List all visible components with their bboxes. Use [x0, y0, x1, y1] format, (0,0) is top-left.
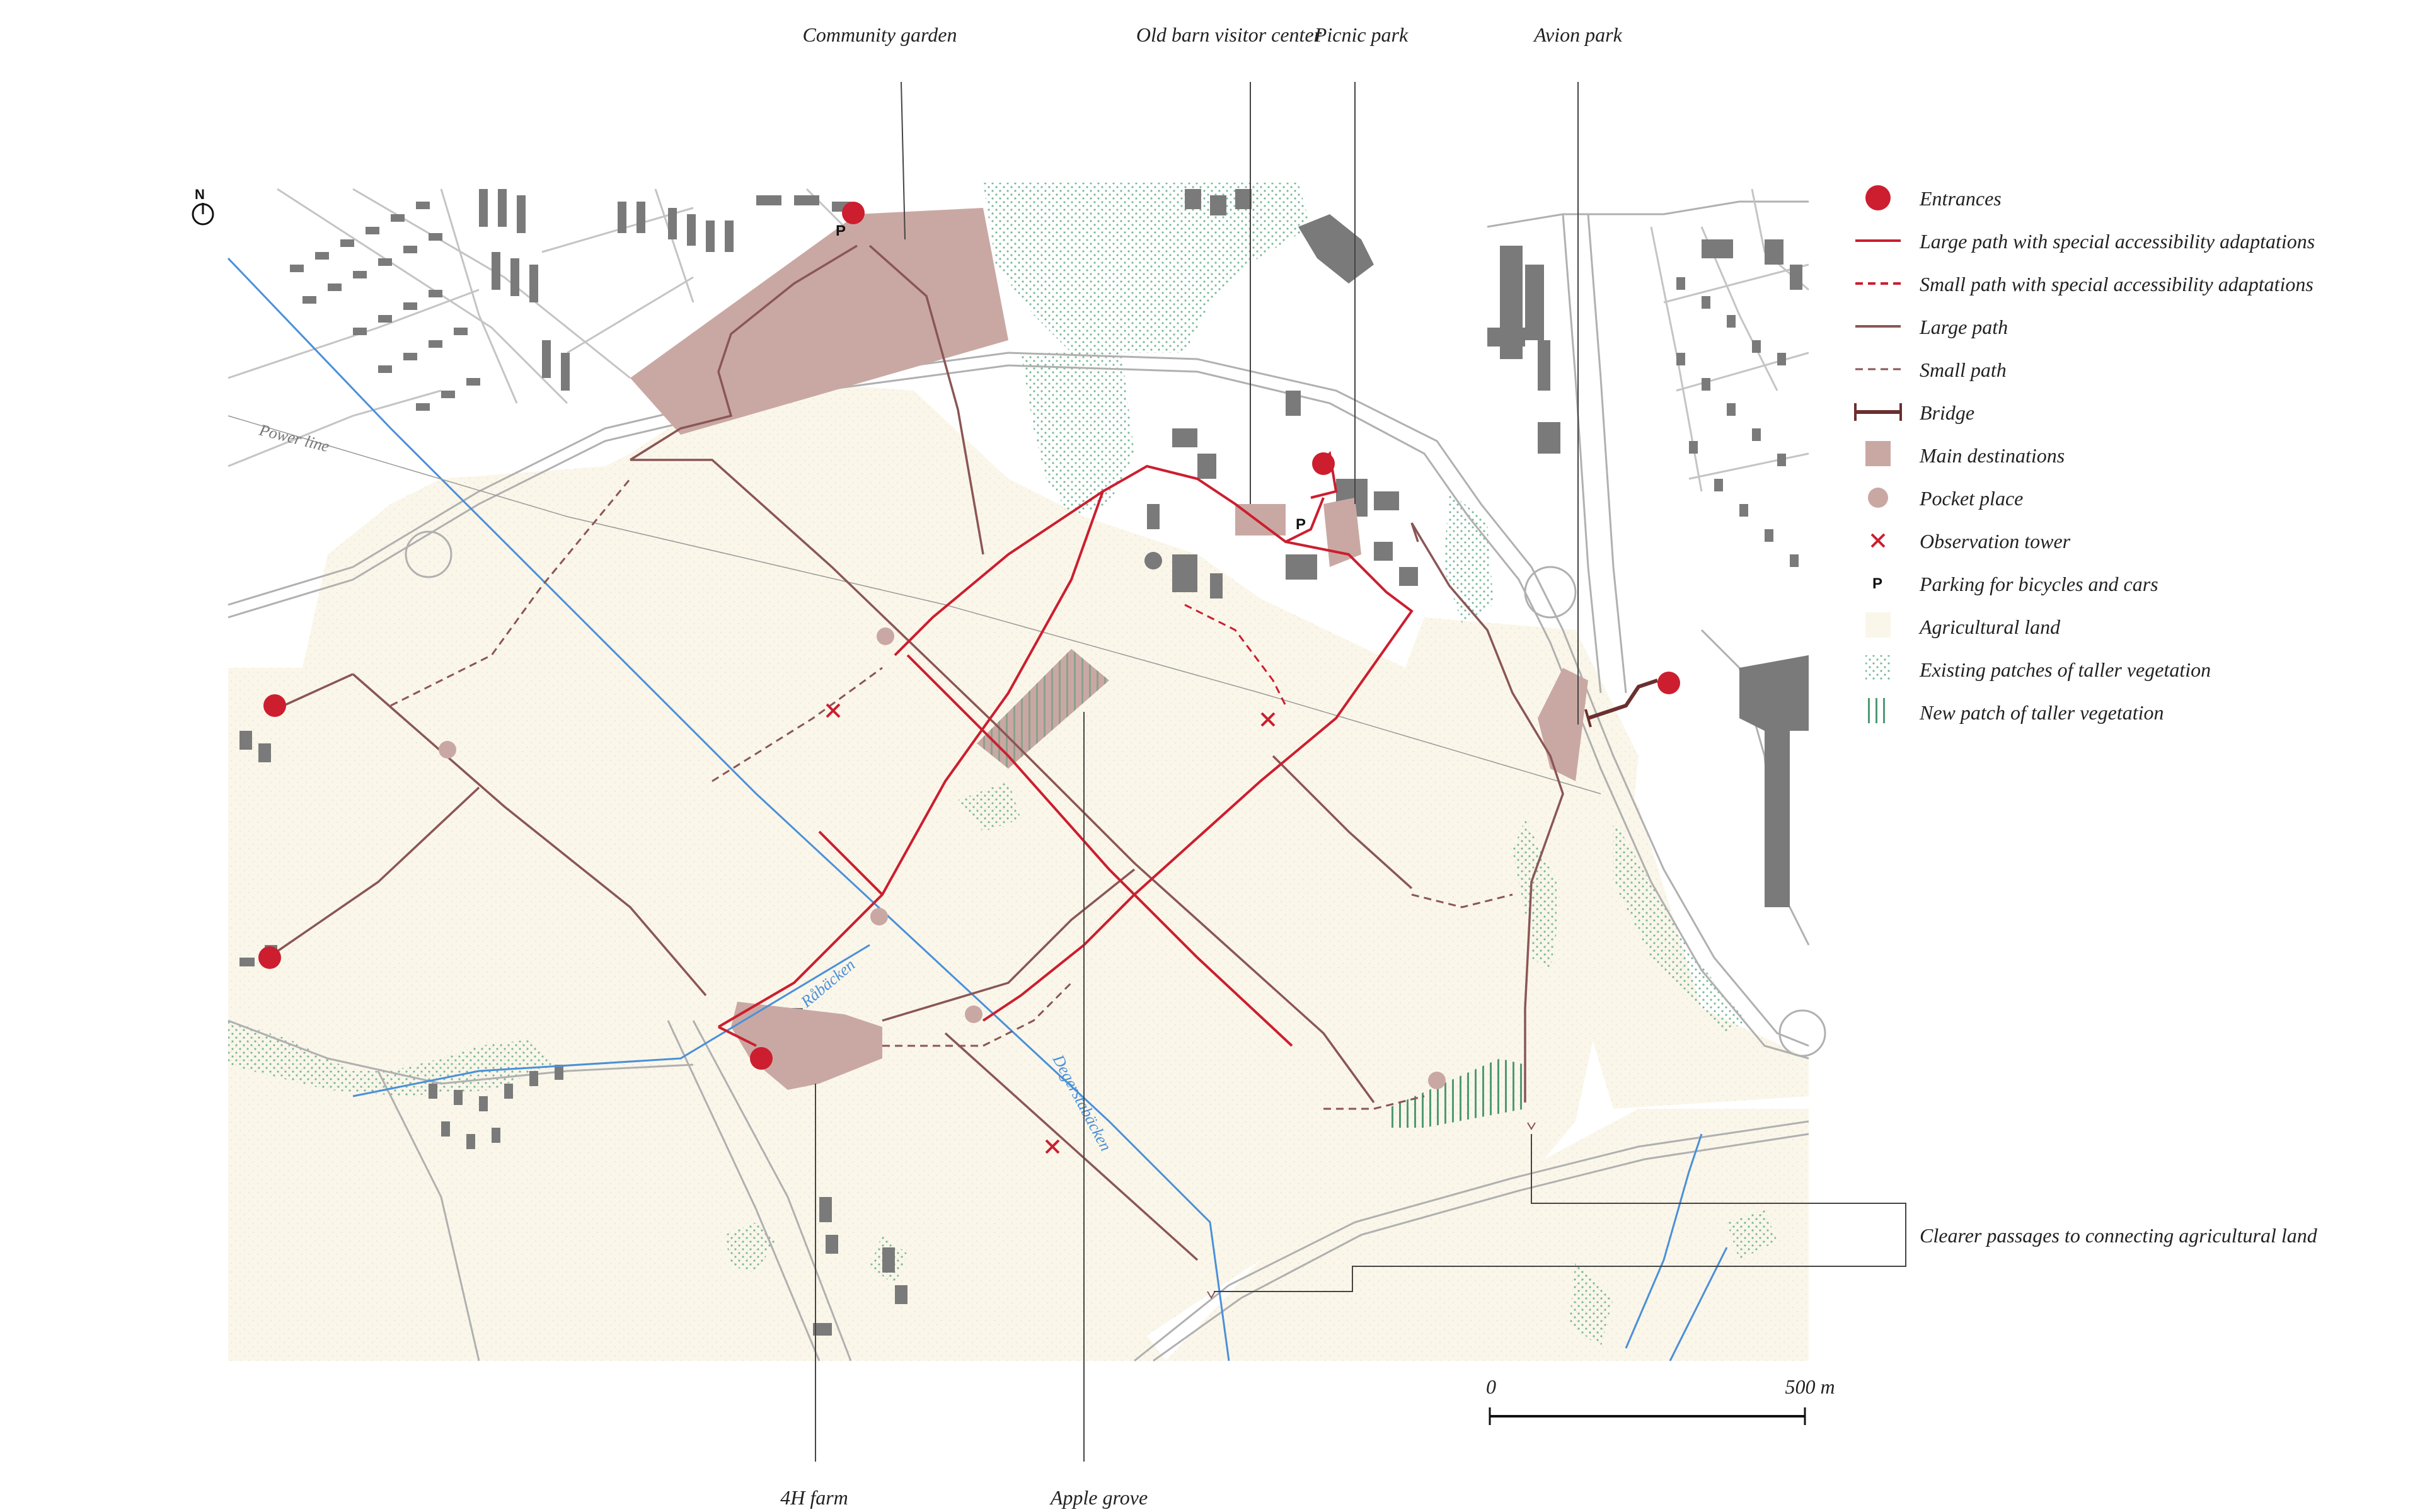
legend-item-entrances: Entrances — [1865, 185, 2002, 210]
stream-east — [1625, 1133, 1703, 1349]
callout-4h-farm: 4H farm — [780, 1486, 848, 1509]
road-network — [228, 200, 1826, 1362]
svg-text:Parking for bicycles and cars: Parking for bicycles and cars — [1919, 573, 2158, 595]
passage-markers — [1207, 1122, 1536, 1299]
legend-item-parking: P Parking for bicycles and cars — [1872, 573, 2158, 595]
svg-text:Observation tower: Observation tower — [1920, 530, 2071, 553]
scale-start-label: 0 — [1486, 1375, 1496, 1398]
svg-text:New patch of taller vegetation: New patch of taller vegetation — [1919, 701, 2164, 724]
legend-item-existing-vegetation: Existing patches of taller vegetation — [1865, 655, 2211, 681]
legend: Entrances Large path with special access… — [1854, 185, 2315, 724]
north-letter: N — [195, 186, 205, 202]
scale-bar: 0 500 m — [1486, 1375, 1835, 1425]
large-paths — [277, 244, 1564, 1261]
svg-text:Main destinations: Main destinations — [1919, 444, 2065, 467]
svg-text:Pocket place: Pocket place — [1919, 487, 2023, 510]
svg-text:Large path: Large path — [1919, 316, 2008, 338]
callout-clearer-passages: Clearer passages to connecting agricultu… — [1920, 1224, 2318, 1247]
svg-text:Existing patches of taller veg: Existing patches of taller vegetation — [1919, 658, 2211, 681]
pocket-places — [439, 627, 1446, 1089]
entrances — [258, 202, 1680, 1070]
legend-parking-icon: P — [1872, 575, 1882, 592]
scale-end-label: 500 m — [1785, 1375, 1835, 1398]
callout-avion-park: Avion park — [1533, 23, 1622, 46]
callout-picnic-park: Picnic park — [1314, 23, 1409, 46]
destination-picnic-park — [1323, 498, 1361, 567]
legend-item-small-path: Small path — [1855, 358, 2007, 381]
observation-towers — [826, 703, 1276, 1154]
svg-text:Entrances: Entrances — [1919, 187, 2002, 210]
new-vegetation-patch — [1386, 1058, 1525, 1128]
power-line — [228, 415, 1601, 794]
legend-item-agricultural-land: Agricultural land — [1865, 612, 2061, 638]
svg-text:Agricultural land: Agricultural land — [1918, 616, 2061, 638]
destination-4h-farm — [731, 1002, 882, 1090]
svg-text:Large path with special access: Large path with special accessibility ad… — [1919, 230, 2315, 253]
legend-item-large-path: Large path — [1855, 316, 2008, 338]
legend-pocket-place-icon — [1868, 488, 1888, 508]
stream-east-2 — [1669, 1247, 1728, 1361]
legend-entrance-icon — [1865, 185, 1891, 210]
parking-mark-north: P — [836, 222, 846, 239]
legend-item-bridge: Bridge — [1854, 401, 1974, 424]
existing-vegetation — [228, 183, 1777, 1348]
parking-mark-picnic: P — [1296, 516, 1306, 533]
access-small-path — [1184, 604, 1287, 706]
svg-text:Small path: Small path — [1920, 358, 2007, 381]
legend-destination-icon — [1865, 441, 1891, 466]
legend-item-main-destinations: Main destinations — [1865, 441, 2065, 467]
legend-new-vegetation-icon — [1865, 698, 1891, 723]
legend-agricultural-icon — [1865, 612, 1891, 638]
callout-apple-grove: Apple grove — [1049, 1486, 1148, 1509]
north-arrow: N — [192, 186, 214, 226]
callout-leaders — [815, 81, 1906, 1462]
water-courses — [227, 257, 1728, 1361]
callout-old-barn: Old barn visitor center — [1136, 23, 1322, 46]
small-paths — [390, 478, 1513, 1110]
legend-item-observation-tower: Observation tower — [1870, 530, 2071, 553]
legend-item-new-vegetation: New patch of taller vegetation — [1865, 698, 2164, 724]
legend-item-small-path-access: Small path with special accessibility ad… — [1855, 273, 2313, 295]
access-paths — [717, 450, 1414, 1047]
legend-item-large-path-access: Large path with special accessibility ad… — [1855, 230, 2315, 253]
destination-avion-park — [1538, 668, 1588, 781]
svg-text:Small path with special access: Small path with special accessibility ad… — [1920, 273, 2313, 295]
callout-community-garden: Community garden — [802, 23, 957, 46]
legend-observation-tower-icon — [1870, 533, 1886, 548]
bridge — [1584, 679, 1658, 728]
legend-item-pocket-place: Pocket place — [1868, 487, 2023, 510]
legend-existing-vegetation-icon — [1865, 655, 1891, 680]
stream-robacken — [352, 944, 870, 1097]
stream-degerstabacken — [227, 257, 1230, 1361]
destination-community-garden — [630, 208, 1008, 435]
svg-text:Bridge: Bridge — [1920, 401, 1974, 424]
